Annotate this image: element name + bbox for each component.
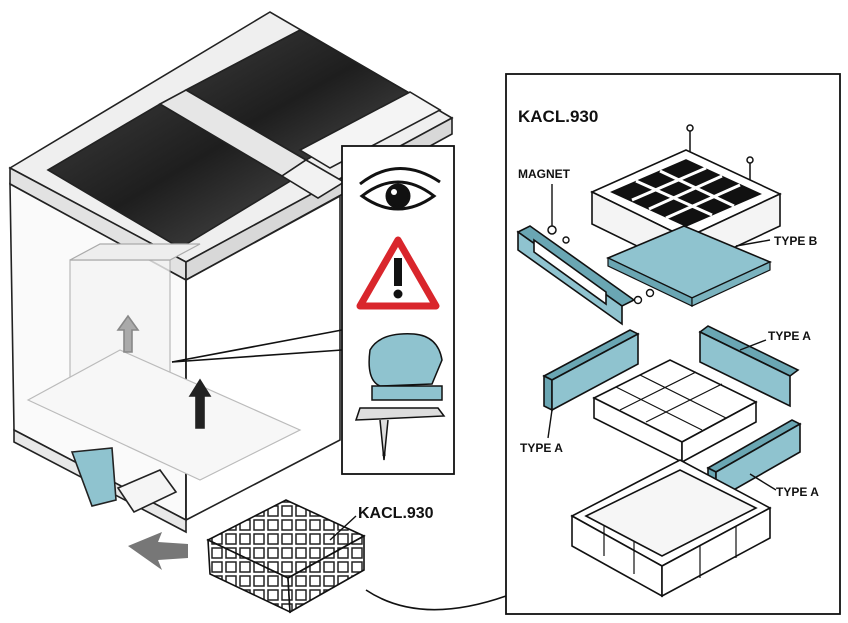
up-arrow (188, 378, 212, 429)
callout-line-bottom (171, 349, 343, 363)
filter-unit (206, 499, 366, 614)
plinth-box (116, 469, 178, 514)
type-a-right-top-label: TYPE A (768, 329, 811, 343)
magnet-frame (516, 225, 636, 326)
plinth-outlet (70, 447, 117, 507)
type-b-label: TYPE B (774, 234, 818, 248)
callout-line-top (171, 329, 343, 363)
duct-top (69, 243, 201, 261)
airflow-arrow (116, 314, 140, 353)
type-a-right-top-panel (698, 325, 800, 408)
detail-connector (365, 589, 507, 611)
inner-floor (26, 349, 302, 481)
type-b-leader (735, 239, 771, 247)
magnet-icon (547, 225, 557, 235)
bottom-box (570, 459, 772, 598)
type-a-left-label: TYPE A (520, 441, 563, 455)
warning-icon (356, 236, 440, 310)
jigsaw-icon (354, 333, 446, 461)
kacl-main-label: KACL.930 (358, 505, 434, 522)
kacl-detail-label: KACL.930 (518, 107, 598, 126)
hob-controls-right (298, 91, 442, 169)
type-a-right-bottom-label: TYPE A (776, 485, 819, 499)
insert-arrow (128, 532, 188, 570)
kacl-main-leader (329, 515, 357, 541)
filter-side (287, 534, 365, 614)
magnet-label: MAGNET (518, 167, 571, 181)
middle-tray (592, 359, 758, 464)
eye-icon (359, 167, 441, 211)
